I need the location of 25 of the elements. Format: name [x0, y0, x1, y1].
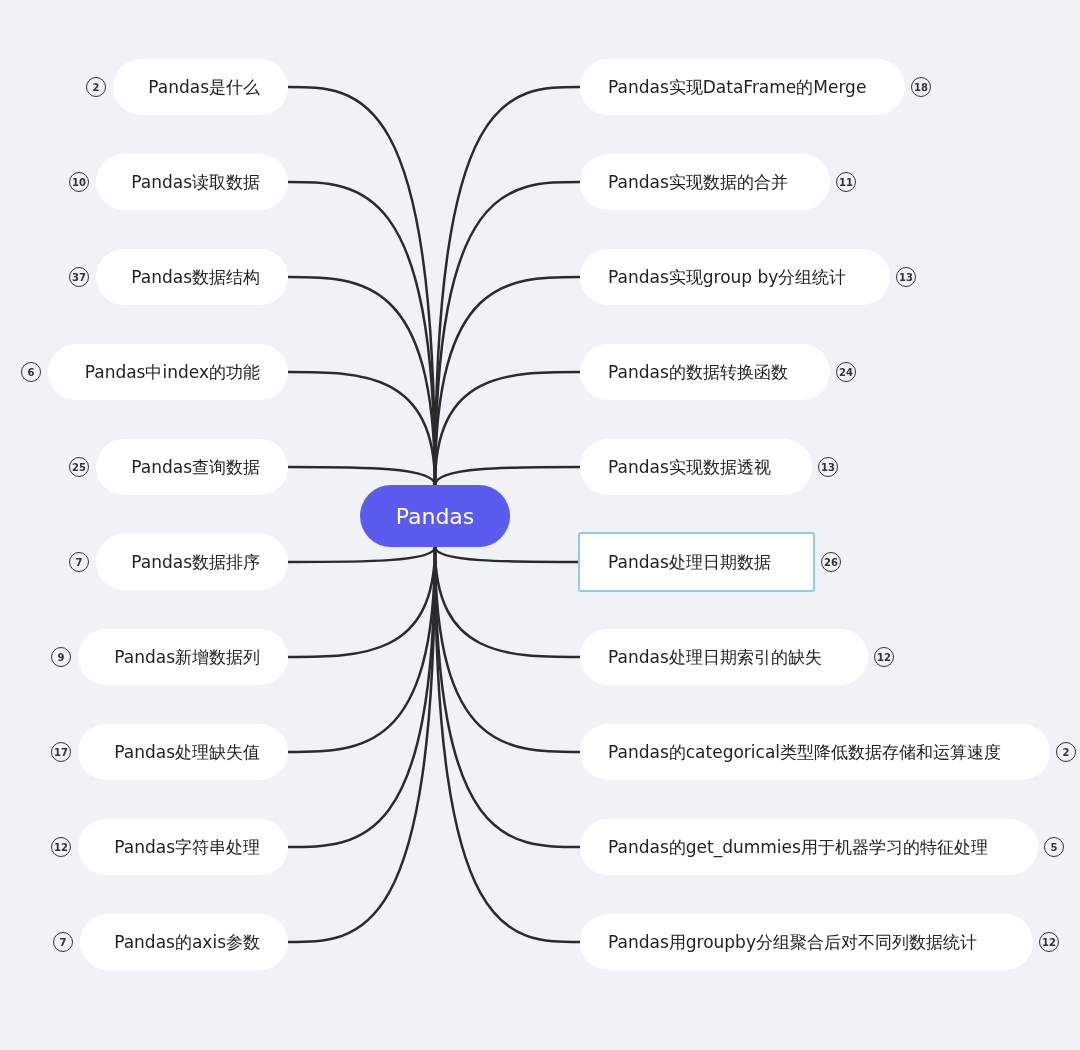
topic-box: Pandas读取数据	[96, 154, 288, 210]
topic-box: Pandas的axis参数	[80, 914, 288, 970]
topic-box: Pandas用groupby分组聚合后对不同列数据统计	[580, 914, 1033, 970]
topic-box: Pandas处理日期索引的缺失	[580, 629, 868, 685]
branch-line	[288, 546, 437, 564]
topic-box: Pandas数据结构	[96, 249, 288, 305]
branch-line	[433, 465, 580, 486]
topic-box: Pandas字符串处理	[78, 819, 288, 875]
topic-box: Pandas实现DataFrame的Merge	[580, 59, 905, 115]
topic-box: Pandas的categorical类型降低数据存储和运算速度	[580, 724, 1050, 780]
topic-box: Pandas实现数据的合并	[580, 154, 830, 210]
topic-box: Pandas的get_dummies用于机器学习的特征处理	[580, 819, 1038, 875]
topic-box: Pandas中index的功能	[48, 344, 288, 400]
topic-box: Pandas数据排序	[96, 534, 288, 590]
topic-box: Pandas实现数据透视	[580, 439, 812, 495]
topic-box: Pandas处理缺失值	[78, 724, 288, 780]
topic-box: Pandas查询数据	[96, 439, 288, 495]
topic-box: Pandas是什么	[113, 59, 288, 115]
central-topic: Pandas	[360, 485, 510, 547]
branch-line	[288, 465, 437, 486]
topic-box: Pandas的数据转换函数	[580, 344, 830, 400]
topic-box: Pandas处理日期数据	[578, 532, 815, 592]
topic-box: Pandas实现group by分组统计	[580, 249, 890, 305]
topic-box: Pandas新增数据列	[78, 629, 288, 685]
branch-line	[433, 546, 580, 564]
